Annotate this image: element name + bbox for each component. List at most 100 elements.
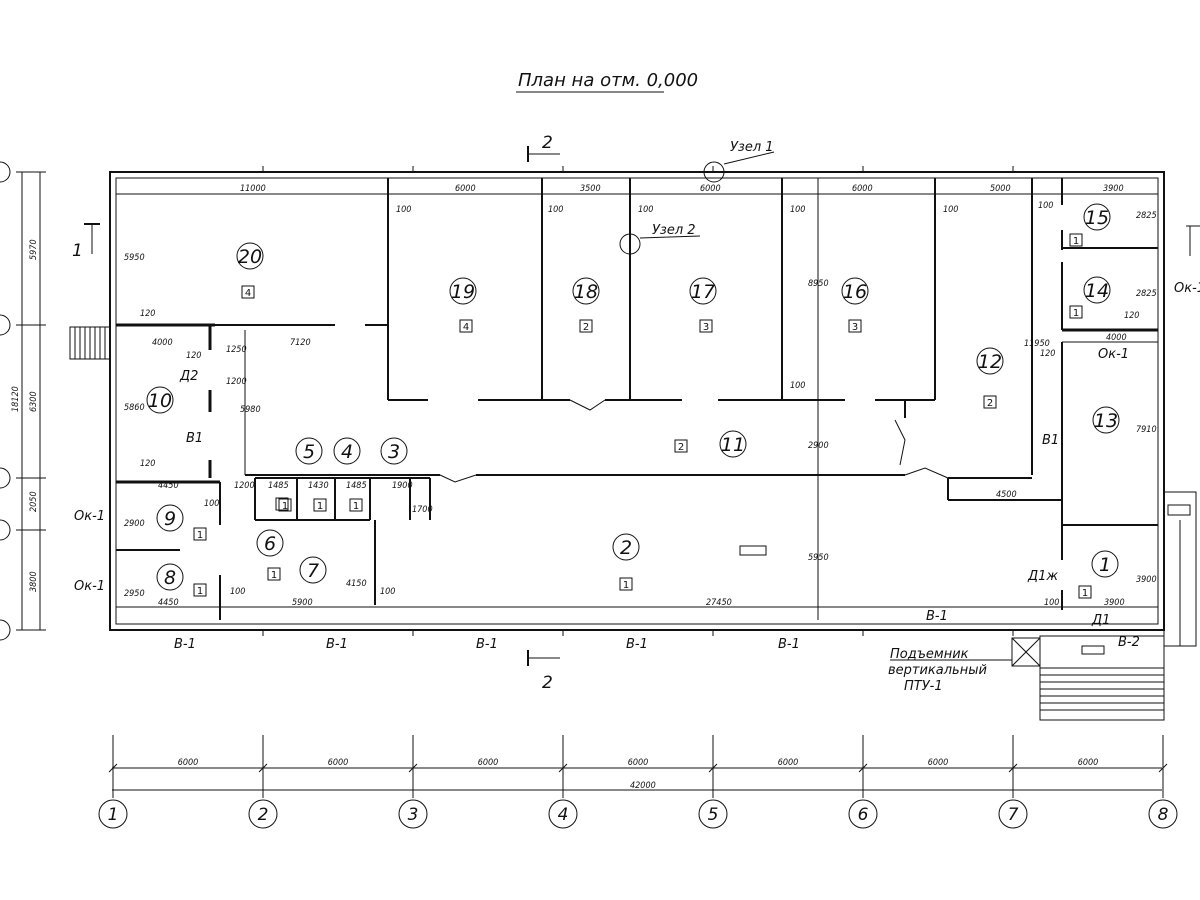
svg-text:2900: 2900 bbox=[124, 519, 145, 529]
section-mark-bottom: 2 bbox=[527, 650, 560, 693]
entrance-stairs-left bbox=[69, 326, 111, 360]
room-number: 12 bbox=[978, 351, 1002, 373]
svg-text:100: 100 bbox=[1038, 201, 1053, 211]
axis-bubble bbox=[1148, 799, 1178, 829]
left-dimension-chain: 5970 6300 2050 3800 18120 bbox=[0, 161, 46, 641]
section-mark-left: 1 bbox=[72, 223, 100, 261]
room-number-circle bbox=[299, 556, 327, 584]
room-number-circle bbox=[1092, 406, 1120, 434]
dim-tick bbox=[408, 763, 418, 773]
svg-text:В-1: В-1 bbox=[626, 637, 648, 652]
node-2-callout: Узел 2 bbox=[619, 223, 701, 255]
svg-text:11000: 11000 bbox=[240, 184, 266, 194]
section-mark-top: 2 bbox=[527, 133, 560, 162]
svg-text:6000: 6000 bbox=[852, 184, 873, 194]
room-number-circle bbox=[612, 533, 640, 561]
svg-text:120: 120 bbox=[140, 459, 155, 469]
plan-title: План на отм. 0,000 bbox=[518, 70, 698, 91]
svg-text:4450: 4450 bbox=[158, 598, 179, 608]
svg-text:100: 100 bbox=[204, 499, 219, 509]
svg-text:Д1ж: Д1ж bbox=[1027, 569, 1058, 584]
svg-text:3500: 3500 bbox=[580, 184, 601, 194]
room-category-box bbox=[267, 567, 281, 581]
room-category-box bbox=[1069, 305, 1083, 319]
axis-bubble bbox=[998, 799, 1028, 829]
svg-text:В-2: В-2 bbox=[1118, 635, 1140, 650]
wall-ticks bbox=[262, 166, 1014, 636]
lift-label-1: Подъемник bbox=[890, 647, 969, 662]
room-number-circle bbox=[156, 504, 184, 532]
room-category: 1 bbox=[271, 570, 277, 581]
svg-text:3800: 3800 bbox=[29, 571, 39, 592]
svg-text:4500: 4500 bbox=[996, 490, 1017, 500]
svg-text:5970: 5970 bbox=[29, 239, 39, 260]
svg-text:2: 2 bbox=[542, 673, 553, 693]
room-number: 1 bbox=[1099, 554, 1111, 576]
dim-tick bbox=[108, 763, 118, 773]
svg-text:5000: 5000 bbox=[990, 184, 1011, 194]
room-category-box bbox=[674, 439, 688, 453]
svg-text:27450: 27450 bbox=[706, 598, 732, 608]
svg-text:100: 100 bbox=[1044, 598, 1059, 608]
room-number-circle bbox=[333, 437, 361, 465]
room-number-circle bbox=[976, 347, 1004, 375]
room-category-box bbox=[579, 319, 593, 333]
svg-text:18120: 18120 bbox=[11, 386, 21, 412]
opening-labels: Д2 В1 В1 Ок-1 Ок-1 Ок-1 Д1ж Д1 В-2 В-1 В… bbox=[74, 347, 1140, 652]
svg-text:2825: 2825 bbox=[1136, 211, 1157, 221]
bay-dimension: 6000 bbox=[1078, 758, 1099, 768]
room-number: 5 bbox=[303, 441, 315, 463]
dim-tick bbox=[858, 763, 868, 773]
axis-label: 5 bbox=[708, 805, 719, 825]
svg-text:100: 100 bbox=[548, 205, 563, 215]
equipment-mark bbox=[739, 545, 767, 556]
svg-text:120: 120 bbox=[140, 309, 155, 319]
svg-text:120: 120 bbox=[1040, 349, 1055, 359]
svg-text:В-1: В-1 bbox=[476, 637, 498, 652]
bay-dimension: 6000 bbox=[628, 758, 649, 768]
lift-label-2: вертикальный bbox=[888, 663, 987, 678]
svg-text:100: 100 bbox=[638, 205, 653, 215]
svg-text:5900: 5900 bbox=[292, 598, 313, 608]
room-category-box bbox=[241, 285, 255, 299]
svg-text:3900: 3900 bbox=[1136, 575, 1157, 585]
svg-text:120: 120 bbox=[186, 351, 201, 361]
svg-text:4000: 4000 bbox=[1106, 333, 1127, 343]
room-category: 1 bbox=[197, 530, 203, 541]
total-dimension: 42000 bbox=[630, 781, 656, 791]
room-category: 3 bbox=[703, 322, 709, 333]
room-category: 1 bbox=[1073, 308, 1079, 319]
room-category-box bbox=[699, 319, 713, 333]
axis-label: 3 bbox=[408, 805, 419, 825]
room-number: 11 bbox=[721, 434, 745, 456]
svg-text:Д2: Д2 bbox=[179, 369, 198, 384]
axis-label: 7 bbox=[1008, 805, 1019, 825]
svg-text:В-1: В-1 bbox=[326, 637, 348, 652]
svg-text:100: 100 bbox=[230, 587, 245, 597]
bay-dimension: 6000 bbox=[178, 758, 199, 768]
svg-text:1: 1 bbox=[72, 241, 83, 261]
room-category-box bbox=[1078, 585, 1092, 599]
bay-dimension: 6000 bbox=[778, 758, 799, 768]
svg-text:1485: 1485 bbox=[346, 481, 367, 491]
svg-text:5860: 5860 bbox=[124, 403, 145, 413]
axis-bubble bbox=[248, 799, 278, 829]
svg-text:6000: 6000 bbox=[700, 184, 721, 194]
svg-text:2: 2 bbox=[542, 133, 553, 153]
svg-text:В1: В1 bbox=[1042, 433, 1059, 448]
node-1-callout: Узел 1 bbox=[703, 140, 775, 183]
dim-tick bbox=[1158, 763, 1168, 773]
svg-text:Ок-1: Ок-1 bbox=[74, 509, 105, 524]
room-number-circle bbox=[380, 437, 408, 465]
exterior-walls bbox=[109, 171, 1165, 631]
svg-text:100: 100 bbox=[790, 381, 805, 391]
axis-bubble bbox=[698, 799, 728, 829]
room-category-box bbox=[193, 583, 207, 597]
svg-text:100: 100 bbox=[380, 587, 395, 597]
axis-bubble bbox=[548, 799, 578, 829]
room-number: 7 bbox=[307, 560, 319, 582]
room-number-circle bbox=[236, 242, 264, 270]
section-mark-right: Ок-1 bbox=[1174, 225, 1200, 296]
svg-text:Д1: Д1 bbox=[1091, 613, 1110, 628]
